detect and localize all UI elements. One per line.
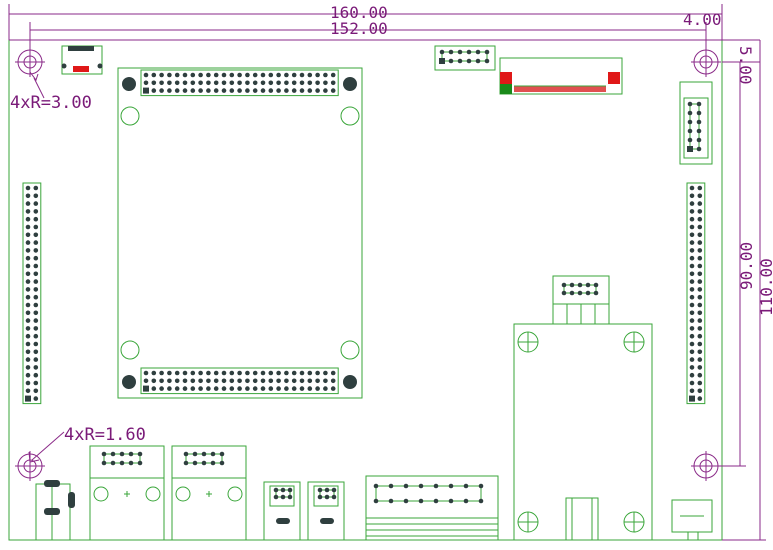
board-outline <box>8 39 723 541</box>
core-header-top <box>140 69 339 97</box>
rj45-jack-2 <box>171 445 247 541</box>
mount-hole-bottom-right <box>691 451 721 481</box>
core-header-bottom <box>140 367 339 395</box>
dim-edge-offset-label: 4.00 <box>683 10 722 29</box>
right-gpio-header <box>686 182 706 405</box>
module-socket <box>513 275 653 541</box>
audio-jack-1 <box>263 481 301 541</box>
usb-connector <box>61 45 103 75</box>
rj45-2-pins <box>183 451 225 466</box>
dim-hole-spacing-x-label: 152.00 <box>330 19 388 38</box>
dimension-total-width: 160.00 <box>8 3 723 40</box>
switch-connector <box>671 499 713 541</box>
jtag-pins <box>439 49 490 64</box>
callout-inner-hole-label: 4xR=1.60 <box>64 425 146 445</box>
jtag-header-top <box>434 45 496 71</box>
rj45-jack-1 <box>89 445 165 541</box>
left-gpio-header <box>22 182 42 405</box>
audio-jack-2 <box>307 481 345 541</box>
dimension-total-height: 110.00 <box>722 40 773 541</box>
core-board-module <box>117 67 363 399</box>
power-jack <box>35 480 75 541</box>
dim-total-height-label: 110.00 <box>757 258 773 316</box>
mount-hole-top-left <box>15 47 45 77</box>
dim-hole-spacing-y-label: 90.00 <box>737 242 756 290</box>
fpc-connector <box>499 57 623 95</box>
audio-2-pins <box>317 487 337 500</box>
audio-1-pins <box>273 487 293 500</box>
mount-hole-top-right <box>691 47 721 77</box>
pin-headers <box>22 49 706 504</box>
terminal-pins <box>373 483 484 504</box>
callout-inner-hole-radius: 4xR=1.60 <box>28 425 146 463</box>
dimension-hole-spacing-y: 90.00 <box>708 62 756 467</box>
callout-mount-hole-label: 4xR=3.00 <box>10 93 92 113</box>
callout-mount-hole-radius: 4xR=3.00 <box>10 71 92 113</box>
module-socket-pins <box>561 282 599 296</box>
mount-hole-bottom-left <box>15 451 45 481</box>
dim-top-offset-label: 5.00 <box>736 46 755 85</box>
dimension-top-offset: 5.00 <box>722 46 760 85</box>
box-header-right <box>679 81 713 165</box>
dim-total-width-label: 160.00 <box>330 3 388 22</box>
rj45-1-pins <box>101 451 143 466</box>
box-header-pins <box>687 101 702 152</box>
terminal-block <box>365 475 499 541</box>
dimension-edge-offset: 4.00 <box>683 10 722 29</box>
